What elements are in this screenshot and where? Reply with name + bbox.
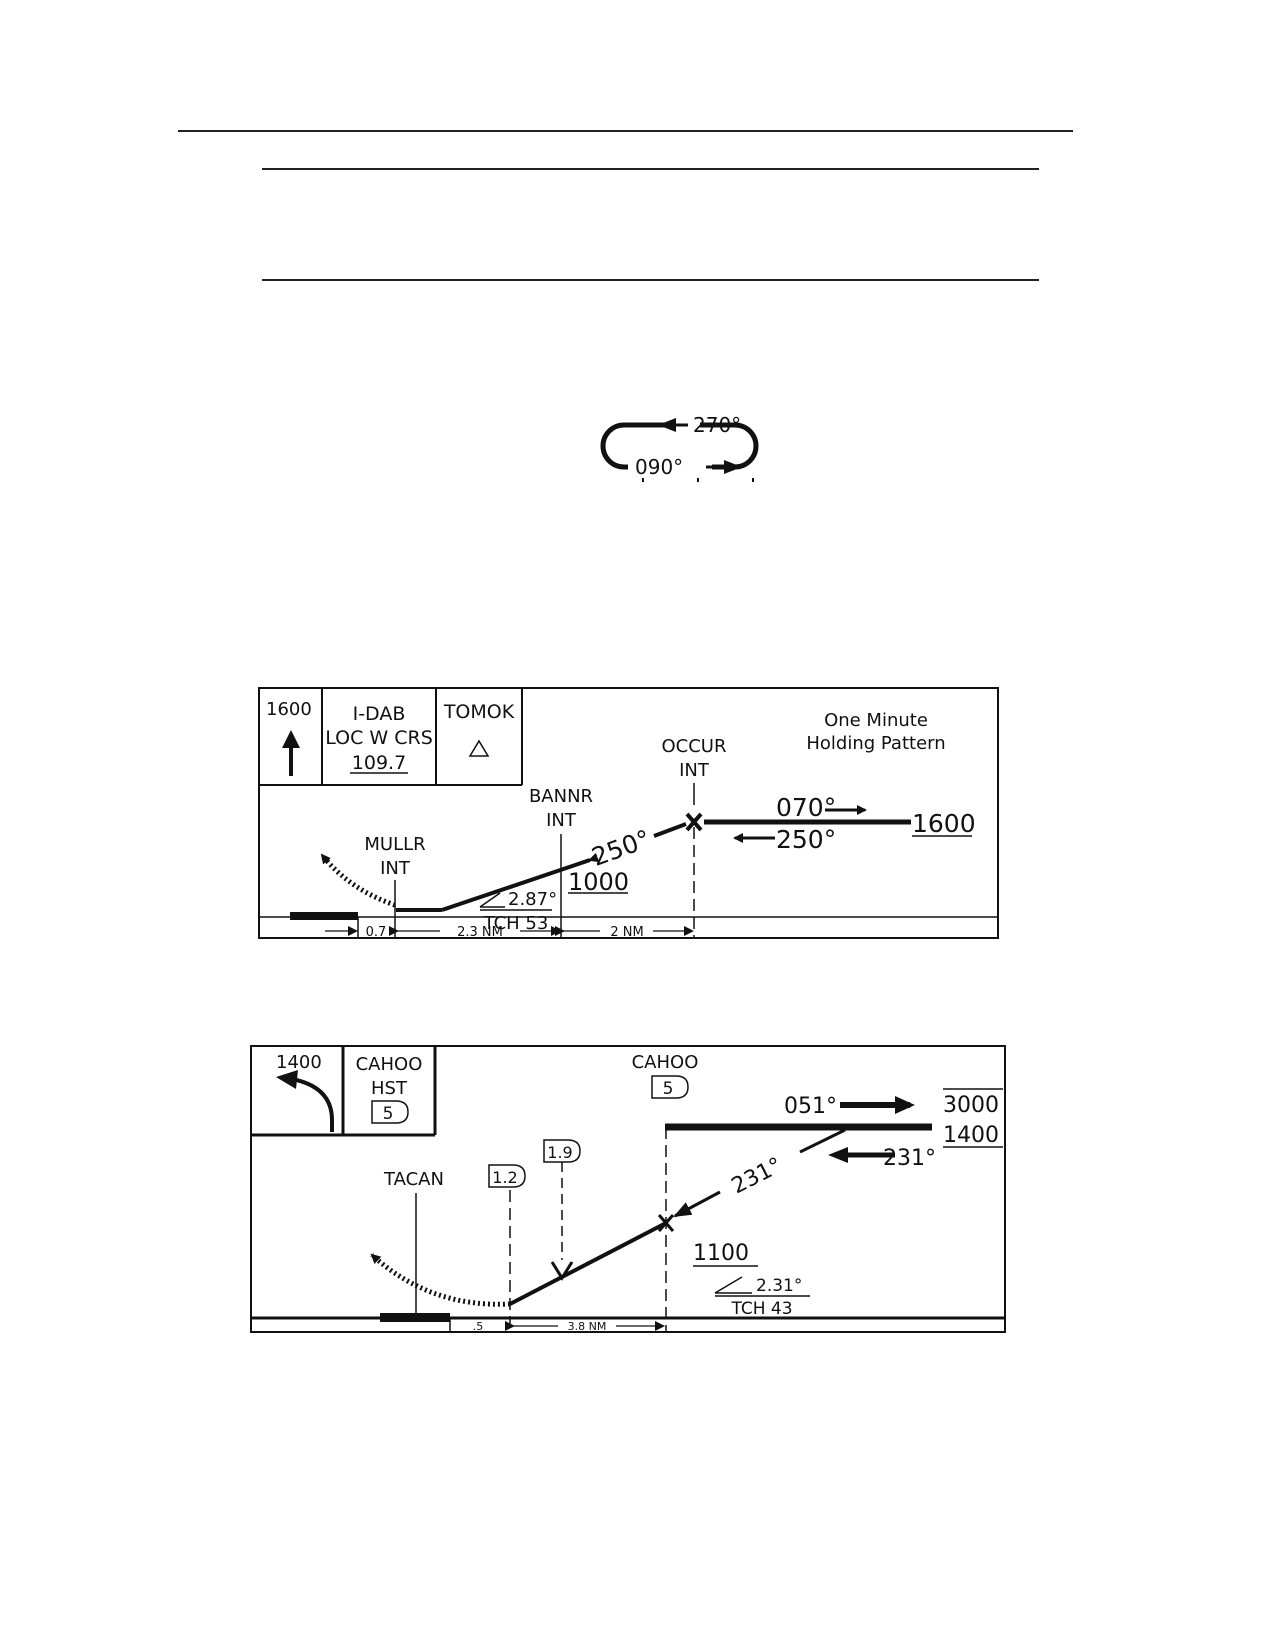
distance-segment-2: 3.8 NM bbox=[568, 1320, 607, 1333]
dme-box-icon bbox=[543, 1139, 581, 1163]
course-outbound: 070° bbox=[776, 793, 836, 822]
holding-pattern-symbol: 270° 090° bbox=[600, 413, 759, 482]
holding-altitude: 1600 bbox=[912, 809, 976, 838]
fix-mullr-name: MULLR bbox=[364, 834, 425, 855]
holding-inbound-course: 270° bbox=[693, 413, 741, 437]
dme-box-icon bbox=[488, 1164, 526, 1188]
altitude-top: 3000 bbox=[943, 1093, 999, 1118]
course-final: 231° bbox=[728, 1153, 787, 1199]
threshold-crossing-height: TCH 43 bbox=[730, 1299, 792, 1319]
box-fix-ident: HST bbox=[371, 1078, 408, 1099]
course-inbound: 250° bbox=[776, 825, 836, 854]
glidepath-angle: 2.31° bbox=[756, 1276, 802, 1296]
box-fix-name: CAHOO bbox=[356, 1054, 423, 1075]
bottom-rule bbox=[262, 279, 1039, 281]
top-rule bbox=[262, 168, 1039, 170]
fix-bannr-type: INT bbox=[546, 810, 577, 831]
fix-altitude: 1000 bbox=[568, 868, 629, 896]
loc-course-label: LOC W CRS bbox=[325, 727, 433, 749]
profile-frame bbox=[258, 687, 999, 939]
fix-altitude: 1100 bbox=[693, 1241, 749, 1266]
fix-dme: 5 bbox=[663, 1079, 674, 1099]
missed-approach-altitude: 1400 bbox=[276, 1052, 322, 1073]
climbing-turn-arrow-icon bbox=[276, 1070, 298, 1089]
distance-segment-2: 2.3 NM bbox=[457, 925, 503, 940]
vdp-marker-icon bbox=[550, 1261, 574, 1281]
dme-box-icon bbox=[651, 1075, 689, 1099]
course-final: 250° bbox=[588, 824, 655, 872]
glidepath-angle: 2.87° bbox=[508, 889, 557, 910]
fix-name: CAHOO bbox=[632, 1052, 699, 1073]
box-fix-name: TOMOK bbox=[443, 701, 515, 723]
triangle-fix-icon bbox=[468, 739, 490, 757]
threshold-crossing-height: TCH 53 bbox=[483, 913, 549, 934]
loc-frequency: 109.7 bbox=[352, 752, 406, 774]
distance-segment-1: 0.7 bbox=[366, 925, 387, 940]
runway bbox=[380, 1313, 450, 1322]
dme-1-9: 1.9 bbox=[547, 1143, 572, 1162]
course-outbound: 051° bbox=[784, 1094, 837, 1119]
box-fix-dme: 5 bbox=[383, 1104, 394, 1124]
profile-tacan: 1400 CAHOO HST 5 CAHOO 5 051° 231° 3000 … bbox=[250, 1045, 1006, 1333]
altitude-bottom: 1400 bbox=[943, 1123, 999, 1148]
loc-ident: I-DAB bbox=[353, 703, 406, 725]
climb-arrow-icon bbox=[282, 730, 300, 748]
holding-note-line2: Holding Pattern bbox=[806, 733, 945, 754]
missed-approach-altitude: 1600 bbox=[266, 699, 312, 720]
missed-approach-path bbox=[370, 1253, 511, 1307]
station-label: TACAN bbox=[383, 1169, 444, 1190]
fix-occur-name: OCCUR bbox=[662, 736, 727, 757]
runway bbox=[290, 912, 358, 920]
profile-ils: 1600 I-DAB LOC W CRS 109.7 TOMOK One Min… bbox=[258, 687, 999, 940]
glidepath-angle-icon bbox=[714, 1276, 752, 1294]
fix-x-icon bbox=[685, 812, 703, 832]
course-inbound: 231° bbox=[883, 1146, 936, 1171]
dme-1-2: 1.2 bbox=[492, 1168, 517, 1187]
fix-mullr-type: INT bbox=[380, 858, 411, 879]
glidepath-angle-icon bbox=[479, 892, 505, 908]
holding-outbound-course: 090° bbox=[635, 455, 683, 479]
profile-frame bbox=[250, 1045, 1006, 1333]
page-header-rule bbox=[178, 130, 1073, 132]
distance-segment-1: .5 bbox=[473, 1320, 484, 1333]
holding-note-line1: One Minute bbox=[824, 710, 928, 731]
distance-segment-3: 2 NM bbox=[610, 925, 643, 940]
missed-approach-path bbox=[320, 853, 396, 908]
fix-bannr-name: BANNR bbox=[529, 786, 593, 807]
dme-box-icon bbox=[371, 1100, 409, 1124]
fix-occur-type: INT bbox=[679, 760, 710, 781]
